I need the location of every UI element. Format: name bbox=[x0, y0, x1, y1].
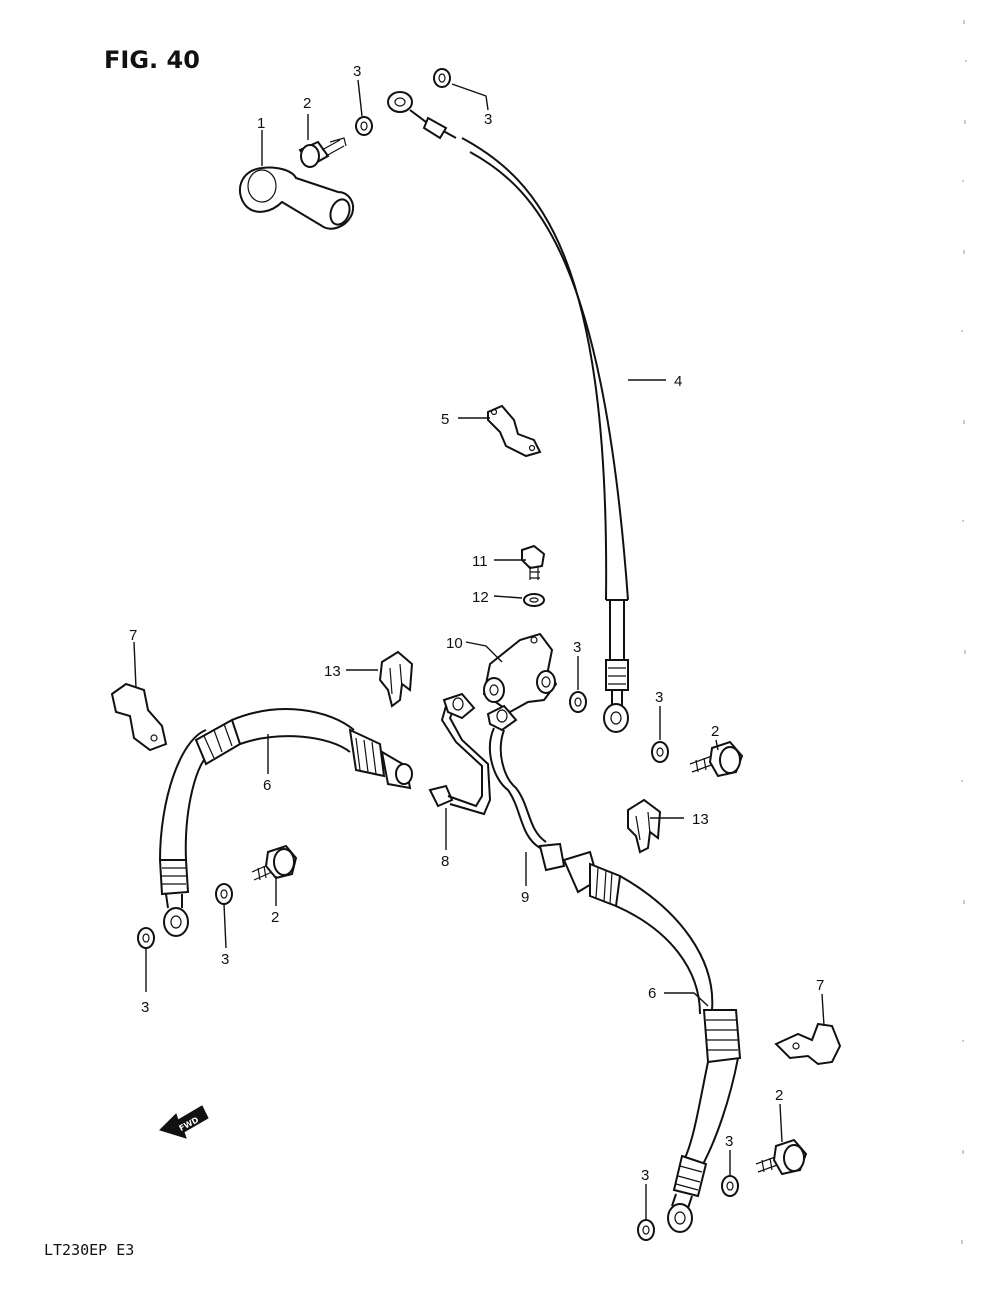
hose-cover-part bbox=[238, 166, 354, 230]
callout-labels: 1 2 3 3 4 5 11 12 10 13 7 3 3 2 6 13 8 9… bbox=[129, 63, 824, 1184]
callout-3: 3 bbox=[353, 63, 361, 80]
washer-part-12 bbox=[523, 593, 545, 607]
callout-6: 6 bbox=[648, 985, 656, 1002]
washer-right-mid bbox=[651, 741, 669, 763]
forward-direction-arrow: FWD bbox=[159, 1105, 209, 1139]
hose-clamp-part-5 bbox=[487, 404, 542, 458]
washer-top-right bbox=[433, 68, 451, 88]
union-bolt-right-low bbox=[755, 1138, 808, 1176]
washer-mid bbox=[569, 691, 587, 713]
washer-left-mid bbox=[215, 883, 233, 905]
union-bolt-left bbox=[251, 844, 298, 881]
callout-11: 11 bbox=[472, 553, 488, 570]
callout-8: 8 bbox=[441, 853, 449, 870]
callout-2: 2 bbox=[271, 909, 279, 926]
callout-7: 7 bbox=[816, 977, 824, 994]
clip-part-13-upper bbox=[378, 650, 414, 708]
callout-2: 2 bbox=[711, 723, 719, 740]
callout-3: 3 bbox=[725, 1133, 733, 1150]
figure-title: FIG. 40 bbox=[104, 46, 200, 74]
brake-pipe-part-9 bbox=[486, 704, 566, 872]
hose-clamp-part-7-right bbox=[774, 1022, 842, 1066]
left-brake-hose bbox=[158, 708, 413, 937]
callout-1: 1 bbox=[257, 115, 265, 132]
upper-brake-hose bbox=[387, 91, 629, 733]
washer-left-low bbox=[137, 927, 155, 949]
callout-12: 12 bbox=[472, 589, 489, 606]
hose-clamp-part-7-left bbox=[110, 682, 168, 752]
right-brake-hose bbox=[562, 850, 742, 1233]
leader-lines bbox=[133, 79, 825, 1220]
callout-9: 9 bbox=[521, 889, 529, 906]
bolt-part-11 bbox=[521, 544, 546, 580]
callout-3: 3 bbox=[221, 951, 229, 968]
scan-edge-marks bbox=[961, 20, 967, 1244]
brake-pipe-part-8 bbox=[428, 692, 492, 816]
callout-2: 2 bbox=[775, 1087, 783, 1104]
callout-3: 3 bbox=[573, 639, 581, 656]
callout-13: 13 bbox=[692, 811, 709, 828]
callout-3: 3 bbox=[655, 689, 663, 706]
union-bolt-top bbox=[298, 137, 347, 168]
washer-top-left bbox=[355, 116, 373, 136]
clip-part-13-lower bbox=[627, 798, 662, 854]
brake-hose-joint bbox=[482, 632, 558, 714]
callout-6: 6 bbox=[263, 777, 271, 794]
union-bolt-right-mid bbox=[689, 740, 744, 778]
washer-right-low-a bbox=[637, 1219, 655, 1241]
washer-right-low-b bbox=[721, 1175, 739, 1197]
callout-4: 4 bbox=[674, 373, 682, 390]
callout-13: 13 bbox=[324, 663, 341, 680]
callout-3: 3 bbox=[484, 111, 492, 128]
callout-5: 5 bbox=[441, 411, 449, 428]
callout-10: 10 bbox=[446, 635, 463, 652]
callout-2: 2 bbox=[303, 95, 311, 112]
callout-7: 7 bbox=[129, 627, 137, 644]
model-code: LT230EP E3 bbox=[44, 1241, 134, 1259]
callout-3: 3 bbox=[141, 999, 149, 1016]
callout-3: 3 bbox=[641, 1167, 649, 1184]
